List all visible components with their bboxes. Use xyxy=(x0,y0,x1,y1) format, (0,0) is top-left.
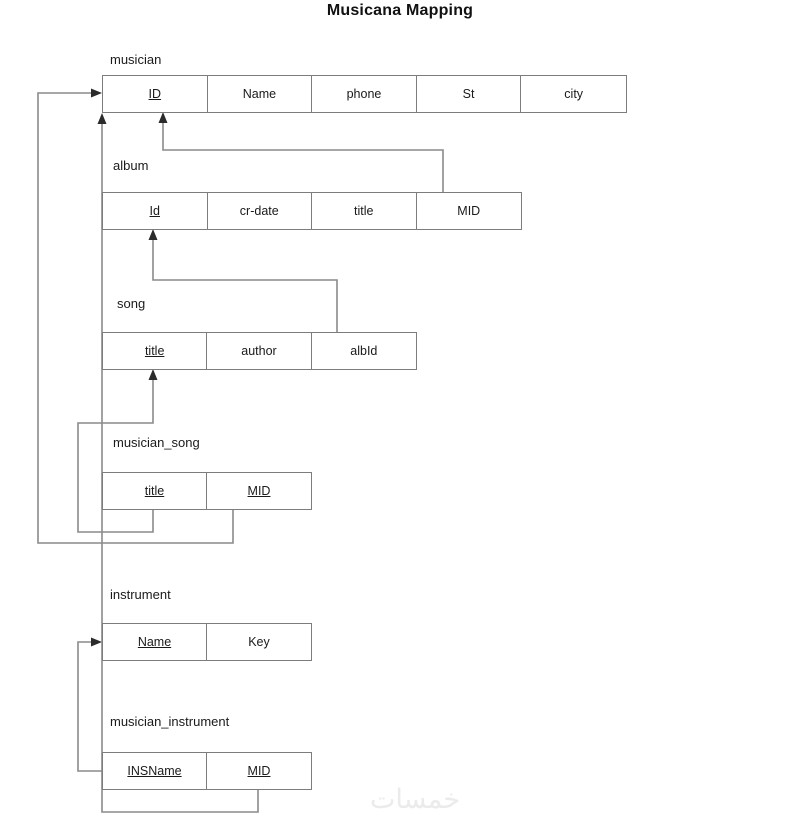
page-title: Musicana Mapping xyxy=(326,2,474,19)
connector-musicianinstrument-insname-to-instrument xyxy=(77,637,102,772)
column-instrument-key: Key xyxy=(207,624,311,660)
column-musician-name: Name xyxy=(207,76,313,112)
column-album-id: Id xyxy=(103,193,208,229)
table-musician-instrument: INSName MID xyxy=(102,752,312,790)
table-label-instrument: instrument xyxy=(110,587,171,602)
column-musicianinstrument-mid: MID xyxy=(207,753,311,789)
connector-song-albid-to-album xyxy=(148,229,338,333)
table-instrument: Name Key xyxy=(102,623,312,661)
column-musician-phone: phone xyxy=(312,76,417,112)
table-song: title author albId xyxy=(102,332,417,370)
column-album-title: title xyxy=(312,193,417,229)
table-label-album: album xyxy=(113,158,149,173)
table-album: Id cr-date title MID xyxy=(102,192,522,230)
column-album-cr-date: cr-date xyxy=(207,193,312,229)
column-song-author: author xyxy=(207,333,312,369)
column-musiciansong-mid: MID xyxy=(207,473,311,509)
column-musicianinstrument-insname: INSName xyxy=(103,753,207,789)
column-musician-st: St xyxy=(416,76,522,112)
table-musician-song: title MID xyxy=(102,472,312,510)
table-musician: ID Name phone St city xyxy=(102,75,627,113)
column-musician-city: city xyxy=(521,76,626,112)
column-musiciansong-title: title xyxy=(103,473,207,509)
column-instrument-name: Name xyxy=(103,624,207,660)
table-label-song: song xyxy=(117,296,146,311)
table-label-musician-song: musician_song xyxy=(113,435,200,450)
column-musician-id: ID xyxy=(103,76,208,112)
watermark: خمسات xyxy=(369,784,461,815)
connector-musicianinstrument-mid-to-musician xyxy=(97,113,259,813)
column-song-title: title xyxy=(103,333,208,369)
column-song-albid: albId xyxy=(311,333,416,369)
column-album-mid: MID xyxy=(416,193,521,229)
connector-album-mid-to-musician xyxy=(158,112,444,193)
connector-musiciansong-title-to-song xyxy=(77,369,158,533)
table-label-musician: musician xyxy=(110,52,162,67)
table-label-musician-instrument: musician_instrument xyxy=(110,714,230,729)
connector-musiciansong-mid-to-musician xyxy=(37,88,234,544)
